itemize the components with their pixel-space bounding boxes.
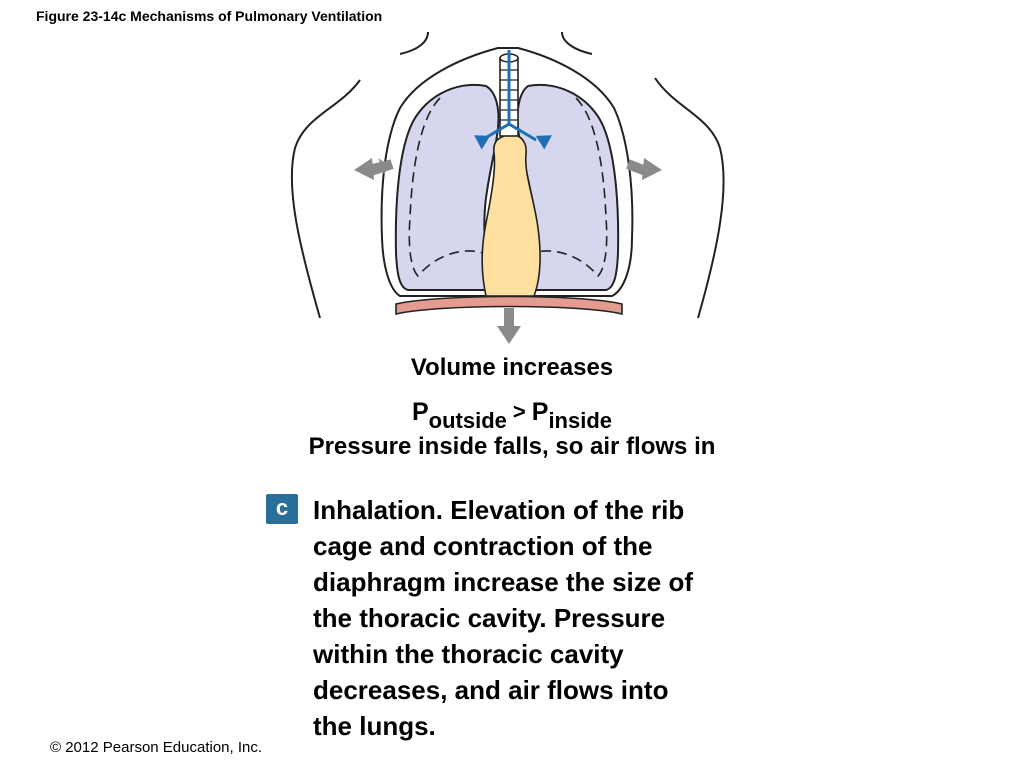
caption-line: the lungs. <box>313 711 436 741</box>
volume-label: Volume increases <box>410 354 614 381</box>
pressure-description: Pressure inside falls, so air flows in <box>308 433 716 460</box>
torso-outline <box>290 77 725 319</box>
ventilation-diagram <box>290 31 725 344</box>
left-pleura-dashed <box>408 97 491 278</box>
pressure-symbol-outside: P <box>411 398 429 426</box>
pressure-subscript-outside: outside <box>428 408 507 433</box>
pressure-relation: Poutside>Pinside <box>0 398 1024 433</box>
diaphragm <box>395 295 623 316</box>
pressure-symbol-inside: P <box>531 398 549 426</box>
caption-line: cage and contraction of the <box>313 531 653 561</box>
figure-title: Figure 23-14c Mechanisms of Pulmonary Ve… <box>36 8 383 24</box>
copyright-notice: © 2012 Pearson Education, Inc. <box>50 739 263 756</box>
left-lung <box>394 83 500 291</box>
airflow-arrows <box>474 50 552 150</box>
pressure-comparator: > <box>512 399 526 424</box>
neck-outline <box>399 31 593 55</box>
caption-line: within the thoracic cavity <box>313 639 624 669</box>
panel-letter-badge: c <box>266 494 298 524</box>
caption-line: the thoracic cavity. Pressure <box>313 603 666 633</box>
pressure-subscript-inside: inside <box>548 408 613 433</box>
right-pleura-dashed <box>525 97 608 278</box>
caption-line: diaphragm increase the size of <box>313 567 694 597</box>
movement-arrows <box>354 158 662 344</box>
caption-line: Inhalation. Elevation of the rib <box>313 495 685 525</box>
panel-caption: Inhalation. Elevation of the rib cage an… <box>313 492 773 744</box>
caption-line: decreases, and air flows into <box>313 675 669 705</box>
